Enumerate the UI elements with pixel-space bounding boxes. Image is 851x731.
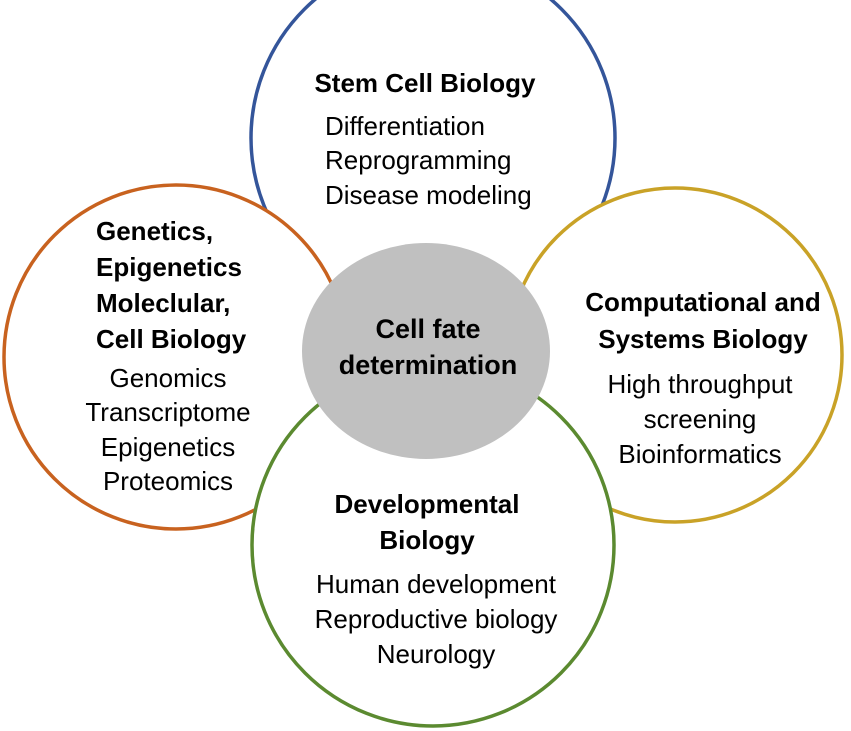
developmental-item: Reproductive biology xyxy=(315,604,558,634)
genetics-item: Transcriptome xyxy=(85,397,250,427)
stem-title: Stem Cell Biology xyxy=(314,68,536,98)
developmental-item: Neurology xyxy=(377,639,496,669)
center-label-line-2: determination xyxy=(339,350,518,380)
developmental-title-line: Developmental xyxy=(335,489,520,519)
genetics-item: Genomics xyxy=(109,363,226,393)
cell-fate-center xyxy=(302,243,550,459)
computational-title-line: Computational and xyxy=(585,287,820,317)
genetics-title-line: Epigenetics xyxy=(96,252,242,282)
center-label-line-1: Cell fate xyxy=(375,314,480,344)
genetics-item: Epigenetics xyxy=(101,432,235,462)
genetics-title-line: Cell Biology xyxy=(96,324,247,354)
stem-item: Disease modeling xyxy=(325,180,532,210)
computational-title-line: Systems Biology xyxy=(598,324,808,354)
developmental-item: Human development xyxy=(316,569,557,599)
stem-item: Differentiation xyxy=(325,111,485,141)
computational-item: High throughput xyxy=(607,369,793,399)
genetics-title-line: Genetics, xyxy=(96,216,213,246)
genetics-item: Proteomics xyxy=(103,466,233,496)
genetics-title-line: Moleclular, xyxy=(96,288,230,318)
developmental-title-line: Biology xyxy=(379,525,475,555)
computational-item: Bioinformatics xyxy=(618,439,781,469)
computational-item: screening xyxy=(644,404,757,434)
stem-item: Reprogramming xyxy=(325,145,511,175)
